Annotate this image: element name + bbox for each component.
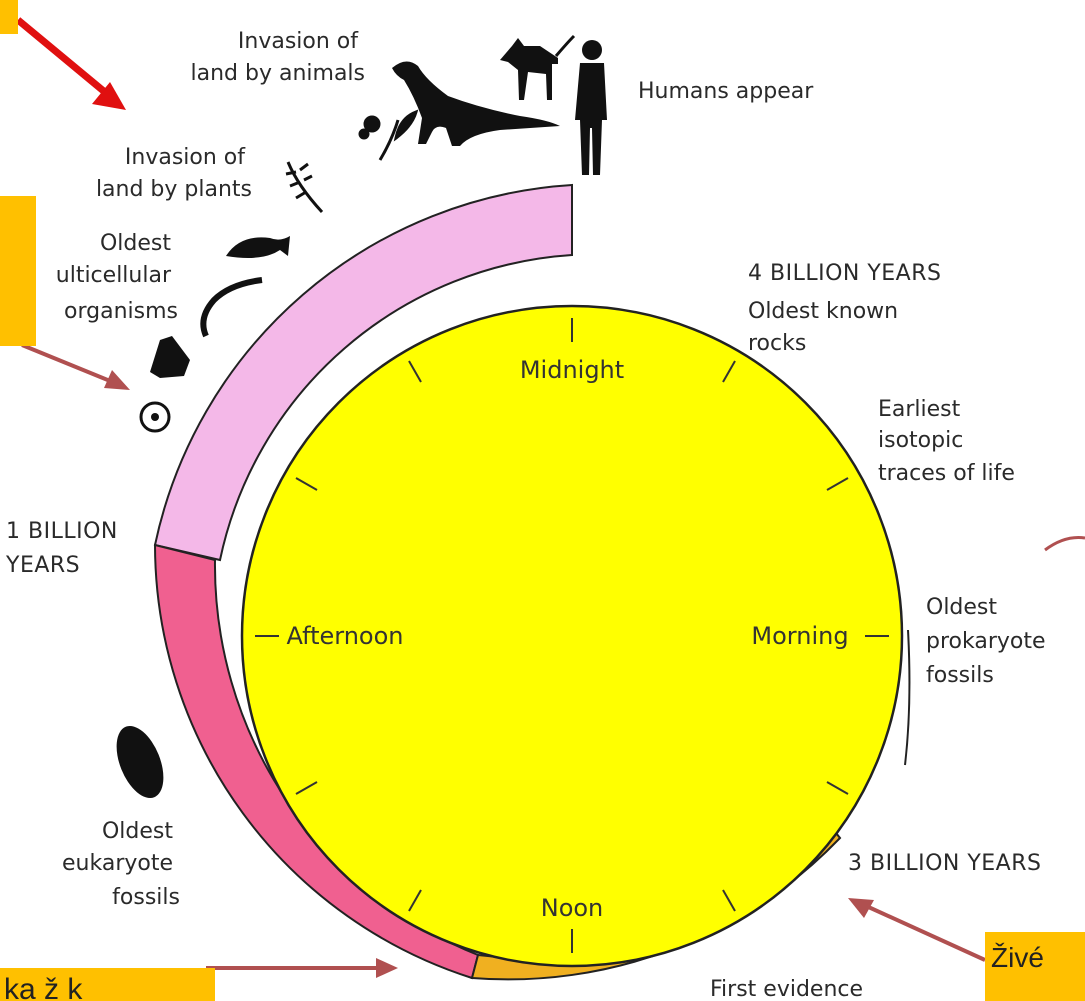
overlay-text-bottom-left: ka ž k	[4, 973, 82, 1001]
overlay-box-left	[0, 196, 36, 346]
clock-label-afternoon: Afternoon	[287, 622, 404, 650]
overlay-box-bottom-left: ka ž k	[0, 968, 215, 1001]
flower-icon	[360, 112, 416, 160]
arrow-to-jellyfish	[22, 345, 130, 390]
arrow-to-band-junction	[208, 958, 398, 988]
clock-label-noon: Noon	[541, 894, 604, 922]
overlay-text-bottom-right: Živé	[991, 942, 1044, 973]
label-invasion-animals: Invasion of land by animals	[191, 29, 366, 86]
label-oldest-prokaryote: Oldest prokaryote fossils	[926, 595, 1053, 688]
overlay-box-bottom-right: Živé	[985, 932, 1085, 1001]
label-oldest-rocks: Oldest known rocks	[748, 299, 905, 356]
label-humans-appear: Humans appear	[638, 79, 814, 104]
prokaryote-bracket	[905, 630, 909, 765]
label-4-billion: 4 BILLION YEARS	[748, 261, 941, 286]
clock-label-midnight: Midnight	[520, 356, 624, 384]
label-first-evidence: First evidence	[710, 977, 863, 1001]
arrow-to-3-billion	[848, 898, 985, 960]
eukaryote-fossil-icon	[107, 719, 173, 804]
clock-label-morning: Morning	[751, 622, 848, 650]
label-1-billion: 1 BILLION YEARS	[5, 519, 125, 578]
label-3-billion: 3 BILLION YEARS	[848, 851, 1041, 876]
fern-icon	[286, 162, 322, 212]
label-oldest-eukaryote: Oldest eukaryote fossils	[62, 819, 180, 910]
fish-icon	[226, 236, 290, 258]
jellyfish-icon	[141, 403, 169, 431]
trilobite-icon	[150, 336, 190, 378]
label-oldest-multicellular: Oldest ulticellular organisms	[56, 231, 178, 324]
worm-icon	[203, 280, 262, 336]
label-invasion-plants: Invasion of land by plants	[96, 145, 252, 202]
red-arrow	[18, 20, 126, 110]
human-icon	[575, 40, 607, 175]
dinosaur-icon	[392, 61, 560, 146]
overlay-box-top-left	[0, 0, 18, 34]
label-earliest-traces: Earliest isotopic traces of life	[878, 397, 1015, 486]
decorative-arc	[1045, 538, 1085, 551]
dog-icon	[500, 36, 574, 100]
